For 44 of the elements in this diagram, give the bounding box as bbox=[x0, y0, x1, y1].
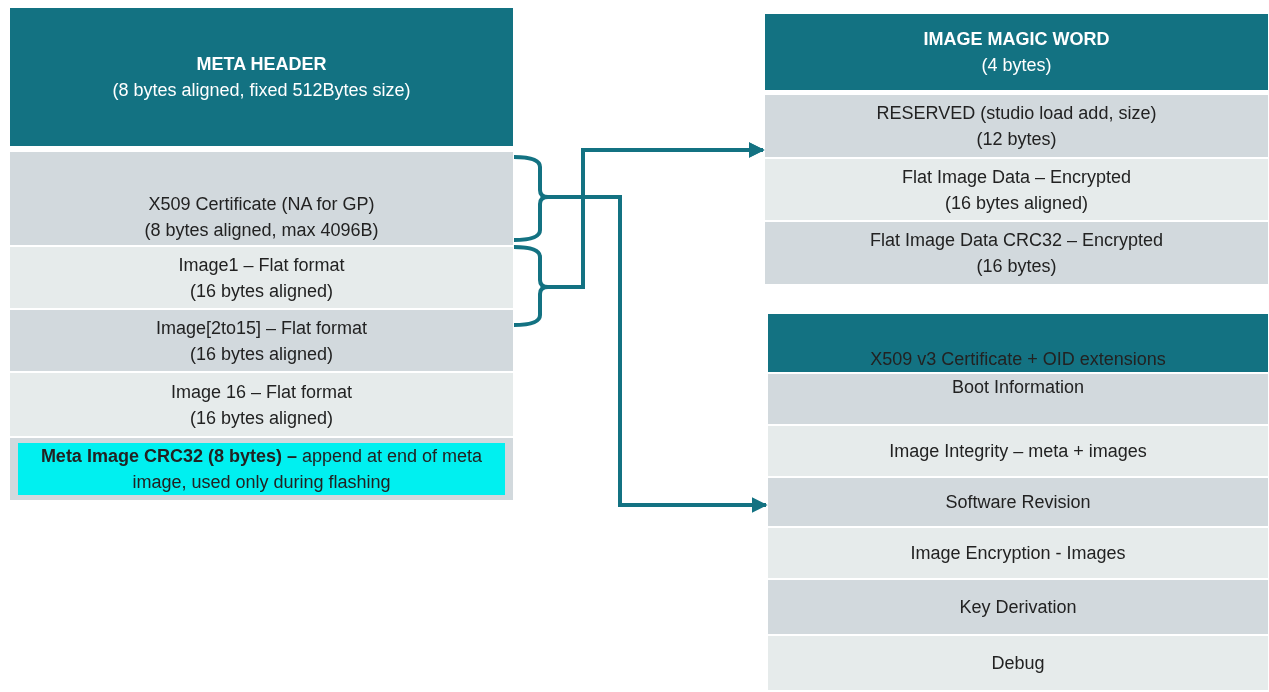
header-title: META HEADER bbox=[196, 53, 327, 76]
cell-label: X509 Certificate (NA for GP) bbox=[148, 193, 375, 216]
header-subtitle: (8 bytes aligned, fixed 512Bytes size) bbox=[112, 79, 411, 102]
header-cell bbox=[10, 8, 513, 146]
cell-label: Image Integrity – meta + images bbox=[889, 440, 1147, 463]
cell-label: Flat Image Data – Encrypted bbox=[901, 165, 1132, 189]
memory-cell bbox=[10, 247, 513, 308]
cell-sublabel: (16 bytes) bbox=[976, 255, 1057, 278]
cell-label: Image Encryption - Images bbox=[910, 542, 1126, 565]
memory-cell bbox=[765, 222, 1268, 284]
cell-label: Flat Image Data CRC32 – Encrypted bbox=[869, 229, 1164, 252]
memory-cell bbox=[10, 310, 513, 371]
cell-label: Debug bbox=[991, 652, 1045, 675]
memory-cell bbox=[768, 636, 1268, 690]
cell-label: RESERVED (studio load add, size) bbox=[876, 102, 1157, 125]
header-cell bbox=[765, 14, 1268, 90]
memory-cell bbox=[10, 438, 513, 500]
cell-label: Software Revision bbox=[945, 491, 1091, 514]
cell-label: Key Derivation bbox=[959, 596, 1077, 619]
cell-sublabel: (8 bytes aligned, max 4096B) bbox=[144, 219, 379, 242]
cell-label: Image 16 – Flat format bbox=[170, 380, 353, 404]
highlighted-note: Meta Image CRC32 (8 bytes) – append at end of meta image, used only during flashing bbox=[18, 443, 505, 495]
cell-label: Image1 – Flat format bbox=[178, 253, 345, 277]
memory-cell bbox=[10, 373, 513, 436]
cell-label: Image[2to15] – Flat format bbox=[155, 316, 368, 340]
header-subtitle: (4 bytes) bbox=[981, 54, 1052, 77]
header-cell bbox=[768, 314, 1268, 372]
cell-sublabel: (12 bytes) bbox=[976, 128, 1057, 151]
memory-cell bbox=[765, 159, 1268, 220]
memory-cell bbox=[768, 426, 1268, 476]
cell-sublabel: (16 bytes aligned) bbox=[189, 406, 334, 430]
memory-cell bbox=[768, 528, 1268, 578]
cell-sublabel: (16 bytes aligned) bbox=[189, 342, 334, 366]
memory-cell bbox=[768, 374, 1268, 424]
header-title: IMAGE MAGIC WORD bbox=[923, 28, 1110, 51]
cell-label: Boot Information bbox=[951, 376, 1085, 399]
memory-cell bbox=[10, 152, 513, 245]
arrow bbox=[513, 142, 765, 327]
cell-sublabel: (16 bytes aligned) bbox=[944, 191, 1089, 215]
header-title: X509 v3 Certificate + OID extensions bbox=[870, 348, 1166, 371]
memory-cell bbox=[768, 478, 1268, 526]
cell-sublabel: (16 bytes aligned) bbox=[189, 279, 334, 303]
memory-cell bbox=[765, 95, 1268, 157]
memory-cell bbox=[768, 580, 1268, 634]
